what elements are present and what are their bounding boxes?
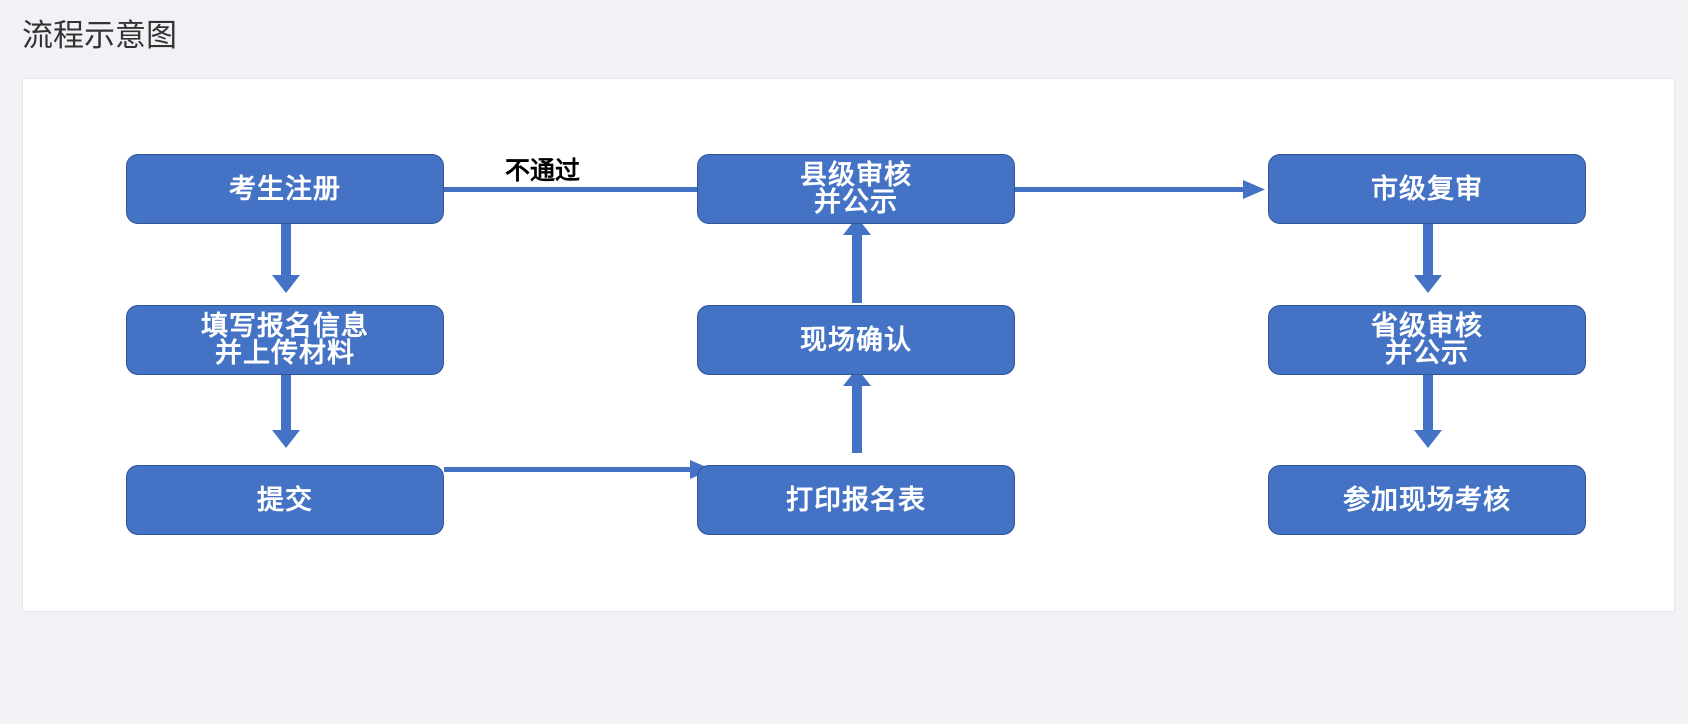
node-onsite-confirm: 现场确认 xyxy=(697,305,1015,375)
node-county-review-label: 县级审核 并公示 xyxy=(800,160,912,218)
node-province-review: 省级审核 并公示 xyxy=(1268,305,1586,375)
arrow-register-to-fill-info xyxy=(272,223,300,293)
arrow-county-review-to-city-review xyxy=(1015,180,1265,199)
node-province-review-label: 省级审核 并公示 xyxy=(1371,311,1483,369)
node-register: 考生注册 xyxy=(126,154,444,224)
node-print-form: 打印报名表 xyxy=(697,465,1015,535)
node-city-review-label: 市级复审 xyxy=(1371,173,1483,205)
flowchart-card: 不通过 考生注册 填写报名信息 并上传材料 提交 县级审核 并公示 现场确认 打… xyxy=(22,78,1675,612)
node-county-review: 县级审核 并公示 xyxy=(697,154,1015,224)
node-print-form-label: 打印报名表 xyxy=(786,484,926,516)
arrow-province-review-to-onsite-exam xyxy=(1414,374,1442,448)
node-fill-info-label: 填写报名信息 并上传材料 xyxy=(201,311,369,369)
page-title: 流程示意图 xyxy=(22,18,177,54)
node-onsite-confirm-label: 现场确认 xyxy=(800,324,912,356)
arrow-city-review-to-province-review xyxy=(1414,223,1442,293)
node-fill-info: 填写报名信息 并上传材料 xyxy=(126,305,444,375)
node-city-review: 市级复审 xyxy=(1268,154,1586,224)
arrow-submit-to-print-form xyxy=(444,460,712,479)
reject-label: 不通过 xyxy=(505,156,581,185)
node-onsite-exam-label: 参加现场考核 xyxy=(1343,484,1511,516)
arrow-onsite-confirm-to-county-review xyxy=(843,217,871,303)
arrow-fill-info-to-submit xyxy=(272,374,300,448)
node-submit-label: 提交 xyxy=(257,484,313,516)
arrow-print-form-to-onsite-confirm xyxy=(843,368,871,453)
node-onsite-exam: 参加现场考核 xyxy=(1268,465,1586,535)
node-register-label: 考生注册 xyxy=(229,173,341,205)
node-submit: 提交 xyxy=(126,465,444,535)
